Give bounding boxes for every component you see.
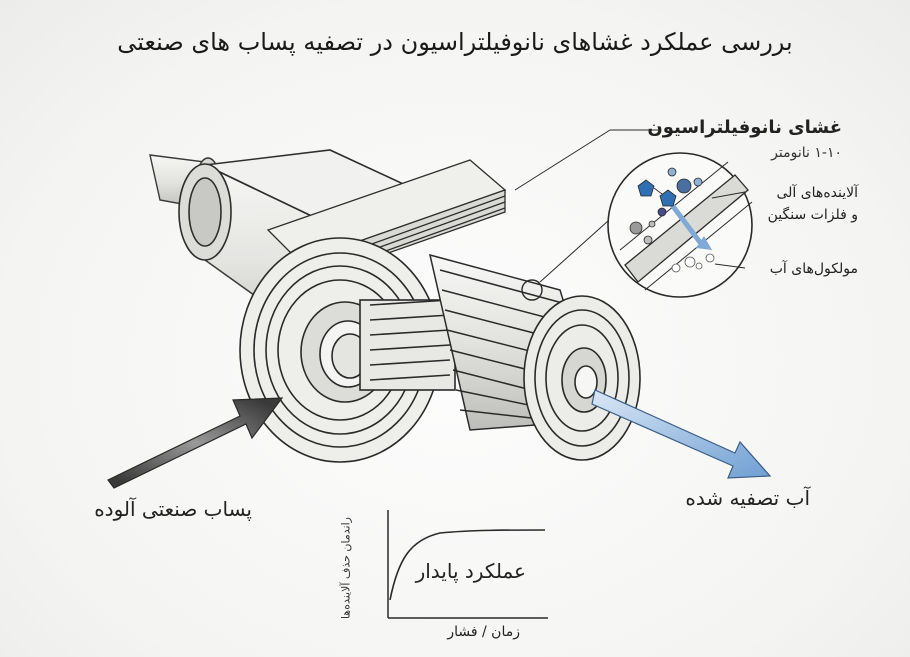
membrane-size-label: ۱-۱۰ نانومتر bbox=[771, 145, 842, 161]
membrane-leader-line bbox=[514, 129, 611, 191]
pollutants-label: آلاینده‌های آلی و فلزات سنگین bbox=[768, 182, 858, 226]
chart-inner-label: عملکرد پایدار bbox=[415, 559, 526, 583]
cutaway-front-rings bbox=[239, 237, 456, 463]
pollutants-line-2: و فلزات سنگین bbox=[767, 207, 858, 223]
inlet-arrow bbox=[107, 397, 284, 489]
outlet-water-arrow bbox=[591, 389, 772, 479]
pollutants-line-1: آلاینده‌های آلی bbox=[776, 185, 858, 201]
chart-x-axis-label: زمان / فشار bbox=[447, 624, 520, 640]
detail-leader-lower bbox=[539, 211, 619, 283]
inlet-label: پساب صنعتی آلوده bbox=[94, 497, 252, 521]
chart-curve bbox=[389, 529, 546, 601]
diagram-title: بررسی عملکرد غشاهای نانوفیلتراسیون در تص… bbox=[117, 28, 793, 56]
magnified-membrane-detail bbox=[607, 152, 753, 298]
chart-y-axis-label: راندمان حذف آلاینده‌ها bbox=[339, 517, 353, 619]
outlet-label: آب تصفیه شده bbox=[685, 486, 810, 510]
pollutant-molecules bbox=[629, 167, 703, 245]
water-molecules-detail bbox=[671, 253, 715, 273]
membrane-title-label: غشای نانوفیلتراسیون bbox=[647, 117, 842, 138]
performance-chart bbox=[387, 510, 548, 619]
water-leader-line bbox=[714, 263, 746, 269]
pollutants-leader-line bbox=[711, 191, 746, 199]
detail-marker bbox=[521, 279, 543, 301]
water-molecules-label: مولکول‌های آب bbox=[769, 261, 858, 277]
outlet-end-cap bbox=[523, 295, 641, 461]
